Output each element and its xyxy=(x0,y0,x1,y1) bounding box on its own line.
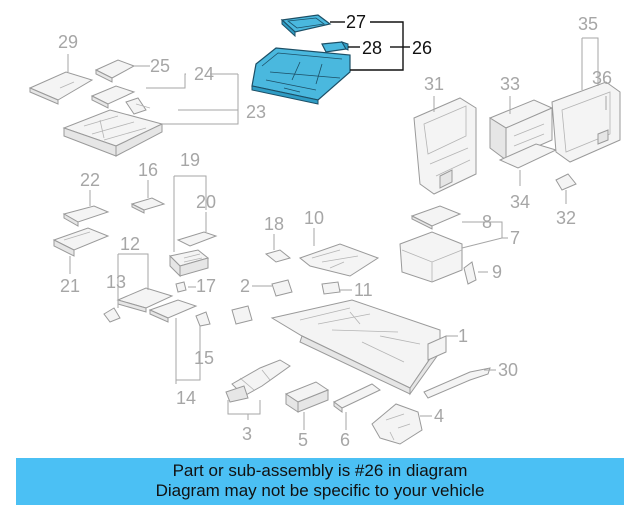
callout-24[interactable]: 24 xyxy=(194,64,214,84)
part-35-36-panel xyxy=(551,37,621,163)
callout-33[interactable]: 33 xyxy=(500,74,520,94)
parts-diagram: 29 25 24 23 27 28 26 31 33 35 36 34 32 1… xyxy=(28,12,621,450)
callout-34[interactable]: 34 xyxy=(510,192,530,212)
callout-14[interactable]: 14 xyxy=(176,388,196,408)
part-32-clip xyxy=(555,173,577,204)
part-22-pad xyxy=(62,190,110,227)
part-29-mat xyxy=(28,54,94,105)
part-21-tray xyxy=(52,227,110,274)
callout-27[interactable]: 27 xyxy=(346,12,366,32)
callout-31[interactable]: 31 xyxy=(424,74,444,94)
banner-line-1: Part or sub-assembly is #26 in diagram xyxy=(172,461,468,480)
leaders-highlighted xyxy=(330,21,410,71)
callout-30[interactable]: 30 xyxy=(498,360,518,380)
part-25-24-pads xyxy=(90,59,186,115)
part-30-rod xyxy=(423,367,496,399)
callout-15[interactable]: 15 xyxy=(194,348,214,368)
part-2-and-11-pads xyxy=(231,279,352,325)
callout-26[interactable]: 26 xyxy=(412,38,432,58)
callout-1[interactable]: 1 xyxy=(458,326,468,346)
part-31-bezel xyxy=(413,96,477,195)
callout-5[interactable]: 5 xyxy=(298,430,308,450)
callout-17[interactable]: 17 xyxy=(196,276,216,296)
callout-22[interactable]: 22 xyxy=(80,170,100,190)
part-10-bracket xyxy=(298,228,380,277)
callout-18[interactable]: 18 xyxy=(264,214,284,234)
part-19-20-cupholder xyxy=(168,175,218,293)
callout-35[interactable]: 35 xyxy=(578,14,598,34)
callout-23[interactable]: 23 xyxy=(246,102,266,122)
part-4-bracket xyxy=(371,403,432,445)
callout-6[interactable]: 6 xyxy=(340,430,350,450)
callout-28[interactable]: 28 xyxy=(362,38,382,58)
callout-32[interactable]: 32 xyxy=(556,208,576,228)
highlighted-part-26[interactable] xyxy=(251,14,351,105)
callout-9[interactable]: 9 xyxy=(492,262,502,282)
callout-13[interactable]: 13 xyxy=(106,272,126,292)
callout-21[interactable]: 21 xyxy=(60,276,80,296)
callout-11[interactable]: 11 xyxy=(354,280,373,300)
banner-line-2: Diagram may not be specific to your vehi… xyxy=(155,481,485,500)
info-banner: Part or sub-assembly is #26 in diagram D… xyxy=(16,458,624,505)
part-12-14-trays xyxy=(103,253,211,384)
callout-4[interactable]: 4 xyxy=(434,406,444,426)
callout-2[interactable]: 2 xyxy=(240,276,250,296)
part-6-strip xyxy=(333,383,381,430)
part-3-bracket xyxy=(225,359,291,420)
callout-36[interactable]: 36 xyxy=(592,68,612,88)
callout-20[interactable]: 20 xyxy=(196,192,216,212)
callout-29[interactable]: 29 xyxy=(58,32,78,52)
callout-10[interactable]: 10 xyxy=(304,208,324,228)
part-23-tray xyxy=(62,73,239,157)
part-1-console xyxy=(270,299,458,396)
part-5-tray xyxy=(284,381,330,430)
callout-12[interactable]: 12 xyxy=(120,234,140,254)
part-33-34-housing xyxy=(488,96,558,186)
part-18-clip xyxy=(264,234,292,263)
callout-25[interactable]: 25 xyxy=(150,56,170,76)
callout-8[interactable]: 8 xyxy=(482,212,492,232)
callout-19[interactable]: 19 xyxy=(180,150,200,170)
part-8-7-bin xyxy=(399,205,508,285)
callout-labels: 29 25 24 23 27 28 26 31 33 35 36 34 32 1… xyxy=(58,12,612,450)
callout-7[interactable]: 7 xyxy=(510,228,520,248)
callout-3[interactable]: 3 xyxy=(242,424,252,444)
part-16-pad xyxy=(130,180,166,214)
callout-16[interactable]: 16 xyxy=(138,160,158,180)
